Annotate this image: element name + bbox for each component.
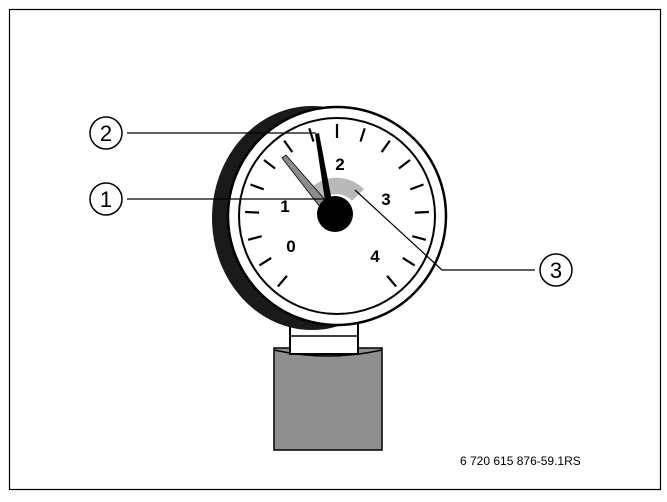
scale-label-0: 0 (286, 237, 295, 256)
scale-label-1: 1 (280, 197, 289, 216)
scale-ticks (245, 124, 429, 288)
scale-label-3: 3 (381, 190, 390, 209)
scale-tick (359, 127, 366, 142)
scale-tick (250, 183, 265, 191)
figure-reference-code: 6 720 615 876-59.1RS (460, 454, 581, 468)
marker-pointer (315, 133, 334, 214)
scale-tick (412, 235, 427, 241)
scale-label-2: 2 (335, 155, 344, 174)
scale-tick (283, 139, 294, 153)
callout-3-leader (354, 189, 535, 271)
scale-tick (308, 127, 315, 142)
scale-tick (247, 235, 262, 241)
callout-1-label: 1 (100, 187, 112, 212)
scale-tick (402, 256, 416, 267)
callout-3-label: 3 (550, 258, 562, 283)
pipe (273, 347, 383, 451)
scale-label-4: 4 (370, 247, 380, 266)
callout-2-label: 2 (100, 121, 112, 146)
scale-tick (414, 210, 429, 214)
callout-3: 3 (539, 253, 573, 287)
scale-tick (380, 139, 391, 153)
scale-tick (398, 159, 411, 170)
scale-tick (263, 159, 276, 170)
callout-1: 1 (89, 182, 123, 216)
scale-tick (277, 275, 288, 288)
callout-2: 2 (89, 116, 123, 150)
scale-tick (245, 210, 260, 214)
scale-tick (258, 256, 272, 267)
figure-border (8, 8, 662, 491)
scale-tick (386, 275, 397, 288)
pointer-hub (317, 196, 353, 232)
scale-tick (409, 183, 424, 191)
